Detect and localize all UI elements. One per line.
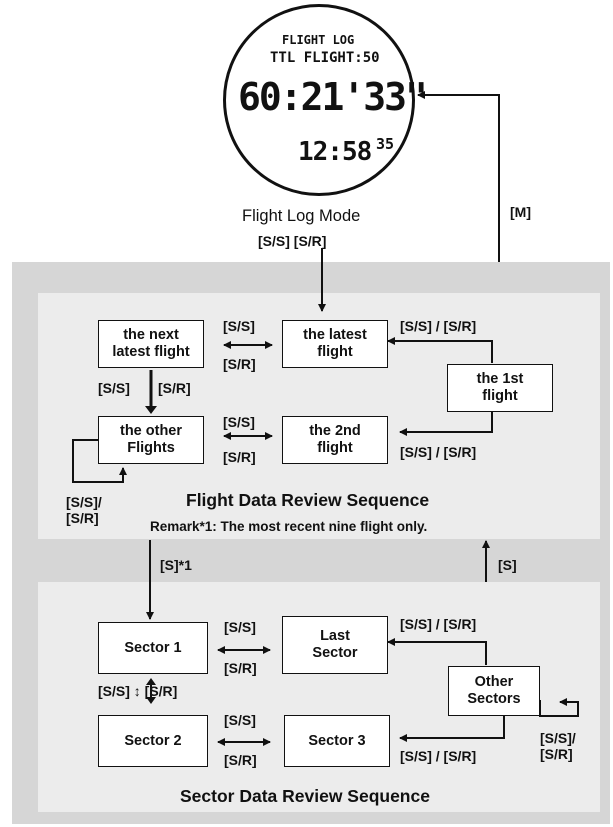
flight-left-ss-label: [S/S] [98,380,130,396]
flight-log-mode-label: Flight Log Mode [242,208,360,224]
other-sectors-box: Other Sectors [448,666,540,716]
sector-top-sr-label: [S/R] [224,660,257,676]
flight-mid-sr-label: [S/R] [223,449,256,465]
flight-top-right-label: [S/S] / [S/R] [400,318,476,334]
sector-1-box: Sector 1 [98,622,208,674]
second-flight-box: the 2nd flight [282,416,388,464]
flight-loop-label: [S/S]/ [S/R] [66,494,102,526]
sector-top-right-label: [S/S] / [S/R] [400,616,476,632]
up-link-label: [S] [498,557,517,573]
sector-bottom-sr-label: [S/R] [224,752,257,768]
flight-top-ss-label: [S/S] [223,318,255,334]
sector-3-box: Sector 3 [284,715,390,767]
flight-top-sr-label: [S/R] [223,356,256,372]
sector-bottom-ss-label: [S/S] [224,712,256,728]
sector-2-box: Sector 2 [98,715,208,767]
down-link-label: [S]*1 [160,557,192,573]
flight-left-sr-label: [S/R] [158,380,191,396]
first-flight-box: the 1st flight [447,364,553,412]
flight-section-title: Flight Data Review Sequence [186,490,429,511]
other-flights-box: the other Flights [98,416,204,464]
flight-mid-ss-label: [S/S] [223,414,255,430]
sector-bottom-right-label: [S/S] / [S/R] [400,748,476,764]
mode-button-label: [M] [510,204,531,220]
latest-flight-box: the latest flight [282,320,388,368]
entry-button-label: [S/S] [S/R] [258,233,326,249]
sector-top-ss-label: [S/S] [224,619,256,635]
flight-remark: Remark*1: The most recent nine flight on… [150,519,427,534]
last-sector-box: Last Sector [282,616,388,674]
sector-loop-label: [S/S]/ [S/R] [540,730,576,762]
sector-section-title: Sector Data Review Sequence [180,786,430,807]
flight-bottom-right-label: [S/S] / [S/R] [400,444,476,460]
next-latest-flight-box: the next latest flight [98,320,204,368]
sector-left-label: [S/S] ↕ [S/R] [98,683,177,699]
